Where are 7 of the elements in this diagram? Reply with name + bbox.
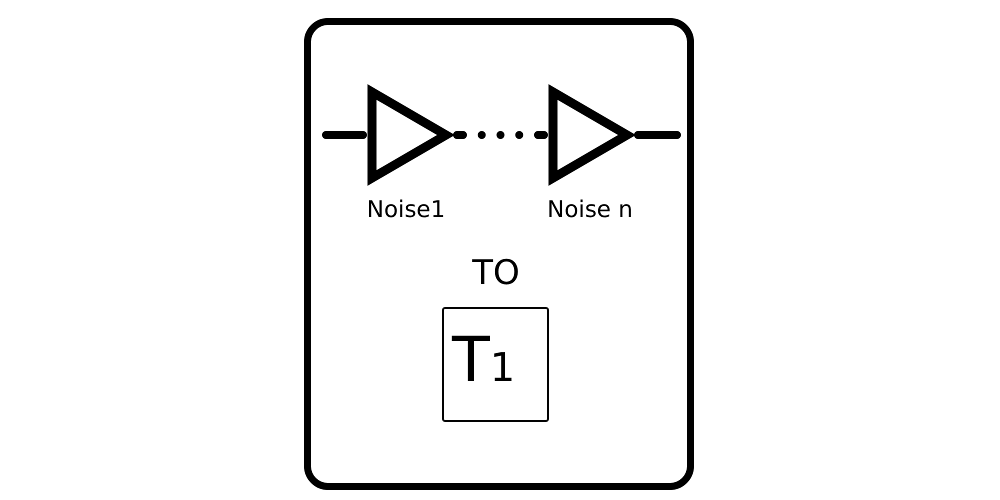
signal-line — [322, 131, 367, 139]
dotted-line — [453, 131, 548, 139]
block-heading: TO — [472, 256, 520, 290]
amplifier-label: Noise1 — [366, 199, 446, 222]
enclosure-frame — [304, 18, 694, 490]
amplifier-label: Noise n — [547, 199, 633, 222]
signal-line — [634, 131, 681, 139]
